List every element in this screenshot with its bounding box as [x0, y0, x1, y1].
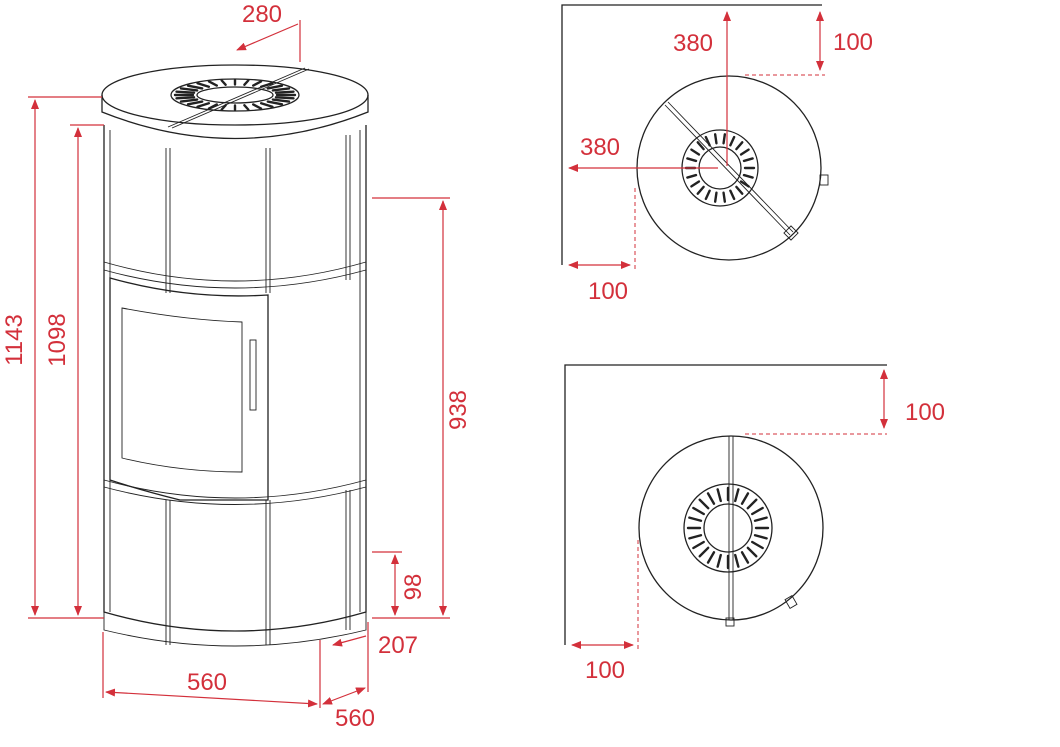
grate-slot — [196, 82, 211, 88]
walls — [564, 364, 887, 645]
front-dimensions: 1143 1098 938 98 560 560 207 280 — [1, 1, 472, 732]
grate-slot — [739, 148, 750, 156]
grate-slot — [716, 488, 722, 503]
grate-slot — [698, 546, 710, 558]
grate-slot — [259, 102, 274, 108]
grate-slot — [696, 141, 705, 151]
grate-slot — [252, 80, 263, 87]
grate-slot — [179, 87, 199, 92]
grate-slot — [688, 516, 703, 522]
grate-slot — [751, 506, 764, 516]
dim-height-body: 1098 — [44, 313, 71, 366]
grate-slot — [243, 79, 250, 86]
grate-slot — [698, 498, 710, 510]
dim-width: 560 — [187, 669, 227, 696]
grate-slot — [179, 98, 199, 103]
wall-plan-view: 100 100 — [564, 364, 945, 684]
grate-slot — [704, 189, 711, 201]
grate-slot — [259, 82, 274, 88]
dim-flue-from-side: 380 — [580, 134, 620, 161]
grate-slot — [692, 540, 705, 550]
grate-slot — [271, 98, 291, 103]
grate-slot — [722, 133, 727, 145]
grate-slot — [734, 553, 740, 568]
grate-slot — [220, 104, 227, 111]
stove-door — [109, 277, 269, 501]
grate-slot — [274, 90, 295, 94]
grate-slot — [706, 551, 716, 564]
grate-slot — [686, 157, 698, 163]
grate-slot — [729, 135, 736, 147]
grate-slot — [735, 185, 744, 195]
grate-slot — [742, 157, 754, 163]
grate-slot — [746, 546, 758, 558]
walls — [561, 4, 822, 265]
grate-slot — [704, 135, 711, 147]
dim-height-air-inlet: 98 — [400, 574, 427, 601]
dim-depth: 560 — [335, 705, 375, 732]
grate-slot — [742, 173, 754, 179]
grate-slot — [713, 133, 718, 145]
dim-height-total: 1143 — [1, 314, 28, 366]
grate-slot — [186, 84, 204, 90]
grate-slot — [692, 506, 705, 516]
dim-clearance-back-corner: 100 — [833, 29, 873, 56]
grate-slot — [740, 551, 750, 564]
grate-slot — [690, 180, 701, 188]
dim-clearance-back-wall: 100 — [905, 399, 945, 426]
grate-slot — [271, 87, 291, 92]
grate-slot — [186, 100, 204, 106]
grate-slot — [266, 84, 284, 90]
grate-slot — [175, 90, 196, 94]
dim-height-flue: 938 — [445, 390, 472, 430]
grate-slot — [753, 516, 768, 522]
grate-slot — [243, 104, 250, 111]
grate-slot — [740, 492, 750, 505]
grate-slot — [207, 80, 218, 87]
grate-slot — [696, 185, 705, 195]
grate-slot — [722, 191, 727, 203]
dim-flue-from-back: 380 — [673, 30, 713, 57]
grate-slot — [729, 189, 736, 201]
grate-slot — [716, 553, 722, 568]
grate-slot — [713, 191, 718, 203]
dim-clearance-side-corner: 100 — [588, 278, 628, 305]
grate-slot — [274, 96, 295, 100]
grate-slot — [196, 102, 211, 108]
top-grate — [170, 78, 300, 112]
grate-slot — [688, 534, 703, 540]
grate-slot — [266, 100, 284, 106]
dim-flue-diameter: 280 — [242, 1, 282, 28]
stove-front-view — [101, 64, 369, 647]
grate-slot — [706, 492, 716, 505]
grate-slot — [739, 180, 750, 188]
dim-clearance-side-wall: 100 — [585, 657, 625, 684]
door-handle — [249, 339, 257, 411]
grate-slot — [220, 79, 227, 86]
corner-plan-view: 380 100 380 100 — [561, 4, 873, 305]
grate-slot — [746, 498, 758, 510]
grate-slot — [207, 103, 218, 110]
dim-air-inlet-offset: 207 — [378, 632, 418, 659]
grate-slot — [252, 103, 263, 110]
grate-slot — [686, 173, 698, 179]
grate-slot — [751, 540, 764, 550]
grate-slot — [753, 534, 768, 540]
grate-slot — [734, 488, 740, 503]
grate-slot — [735, 141, 744, 151]
grate-slot — [690, 148, 701, 156]
grate-slot — [175, 96, 196, 100]
